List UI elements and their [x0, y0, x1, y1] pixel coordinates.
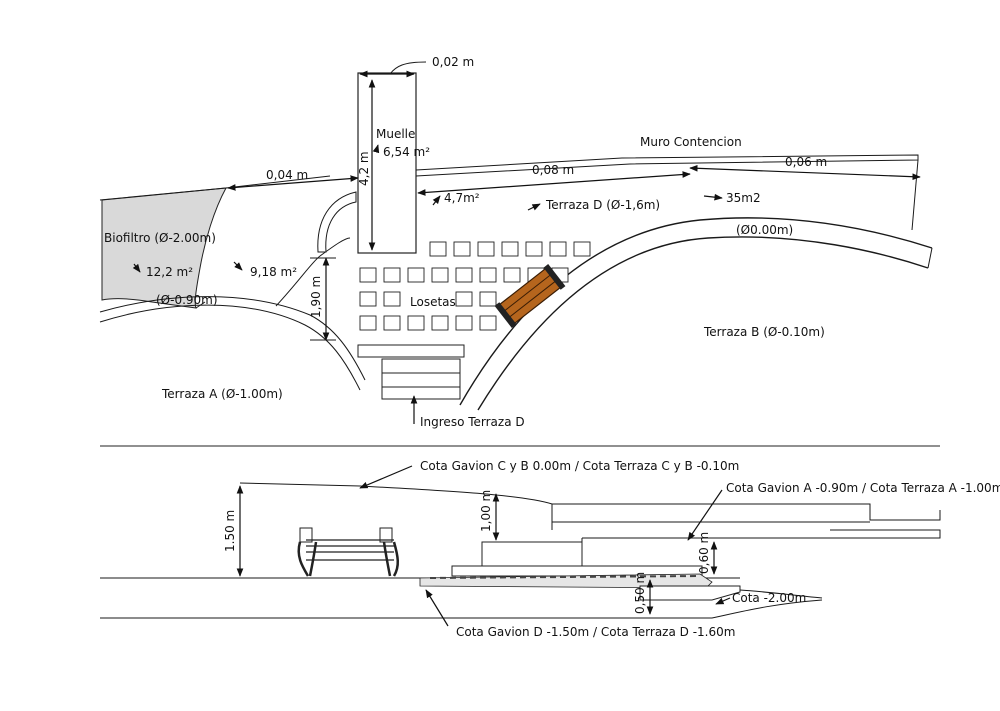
dim-line-right	[689, 164, 921, 181]
step-block-1	[481, 541, 583, 567]
label-muelle-title: Muelle	[376, 127, 415, 141]
dim-leader-muelle-width	[389, 61, 427, 75]
label-cota-gavion-a: Cota Gavion A -0.90m / Cota Terraza A -1…	[726, 481, 1000, 495]
muelle-base-curve	[317, 191, 357, 253]
paving-pattern	[429, 575, 701, 579]
gavion-d-block	[639, 585, 741, 601]
label-losetas: Losetas	[410, 295, 456, 309]
dim-line-middle	[417, 171, 691, 196]
pointer-terraza-d	[527, 203, 541, 211]
label-area-35: 35m2	[726, 191, 761, 205]
pointer-cota-d	[425, 589, 449, 627]
dim-line-left	[227, 175, 359, 191]
bench-elevation	[297, 527, 399, 577]
label-dim-100: 1,00 m	[479, 490, 493, 532]
muro-right-end	[911, 159, 919, 231]
terraza-d-left-edge	[275, 237, 351, 307]
pointer-918	[233, 261, 243, 271]
label-dim-left: 0,04 m	[266, 168, 308, 182]
label-dim-right: 0,06 m	[785, 155, 827, 169]
section-view: Cota Gavion C y B 0.00m / Cota Terraza C…	[100, 459, 1000, 639]
label-dim-060: 0,60 m	[697, 532, 711, 574]
gavion-a-steps	[830, 529, 941, 539]
biofiltro-area	[101, 187, 227, 309]
label-dim-190: 1,90 m	[309, 276, 323, 318]
label-area-918: 9,18 m²	[250, 265, 297, 279]
label-muro-contencion: Muro Contencion	[640, 135, 742, 149]
pointer-47	[432, 195, 441, 206]
losetas-tiles	[359, 241, 591, 331]
label-dim-050: 0,50 m	[633, 572, 647, 614]
terraza-a-edge-inner	[99, 296, 366, 381]
pointer-cota-a	[687, 489, 723, 541]
gavion-cb-top-right	[552, 503, 941, 521]
ingreso-steps	[357, 344, 465, 400]
label-terraza-d: Terraza D (Ø-1,6m)	[545, 198, 660, 212]
curve-end-cap	[927, 247, 933, 269]
label-dim-muelle-width: 0,02 m	[432, 55, 474, 69]
label-area-47: 4,7m²	[444, 191, 480, 205]
label-level-090: (Ø-0.90m)	[156, 293, 218, 307]
label-level-000: (Ø0.00m)	[736, 223, 793, 237]
label-terraza-a: Terraza A (Ø-1.00m)	[161, 387, 283, 401]
plan-view: 0,02 m Muelle 6,54 m² 4,2 m Muro Contenc…	[99, 55, 933, 429]
label-cota-200: Cota -2.00m	[732, 591, 806, 605]
muro-contencion-strip	[415, 154, 919, 177]
label-dim-150: 1.50 m	[223, 510, 237, 552]
gavion-cb-profile	[239, 482, 553, 530]
terraza-a-edge-outer	[99, 304, 361, 391]
label-ingreso: Ingreso Terraza D	[420, 415, 525, 429]
label-muelle-length: 4,2 m	[357, 151, 371, 186]
terraza-b-curve-inner	[477, 236, 929, 411]
ground-line-right	[739, 589, 823, 599]
pointer-122	[132, 263, 141, 273]
pointer-35	[703, 193, 723, 201]
label-cota-gavion-d: Cota Gavion D -1.50m / Cota Terraza D -1…	[456, 625, 735, 639]
label-area-122: 12,2 m²	[146, 265, 193, 279]
muelle-rect	[357, 72, 417, 254]
ground-line-lower	[100, 599, 823, 619]
label-biofiltro: Biofiltro (Ø-2.00m)	[104, 231, 216, 245]
pointer-cota-cb	[359, 465, 413, 489]
label-dim-middle: 0,08 m	[532, 163, 574, 177]
label-terraza-b: Terraza B (Ø-0.10m)	[703, 325, 825, 339]
pointer-cota-200	[715, 597, 731, 605]
label-muelle-area: 6,54 m²	[383, 145, 430, 159]
pointer-muelle-area	[372, 144, 380, 154]
label-cota-gavion-cb: Cota Gavion C y B 0.00m / Cota Terraza C…	[420, 459, 739, 473]
bench-plan	[494, 264, 566, 328]
terraza-b-curve-outer	[459, 217, 933, 406]
edge-tick	[195, 301, 206, 309]
